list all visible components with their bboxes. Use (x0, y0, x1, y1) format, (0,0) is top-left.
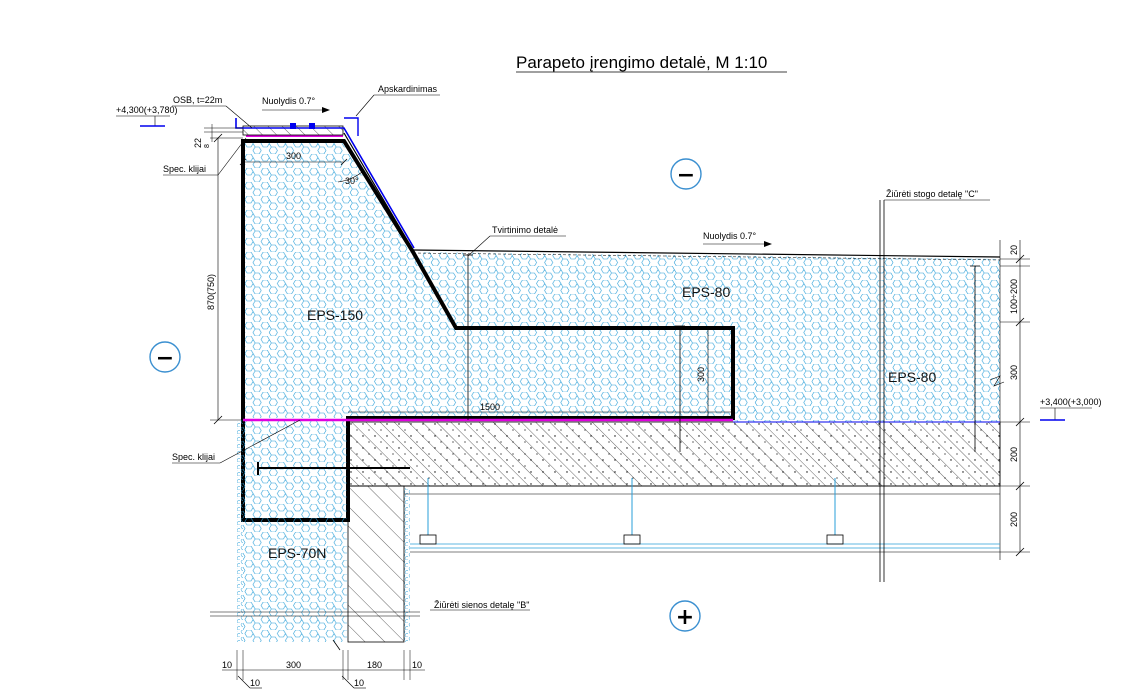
dim-b10d-text: 10 (354, 678, 364, 688)
dim-b10b-text: 10 (412, 660, 422, 670)
nuolydis-roof-label: Nuolydis 0.7° (703, 231, 757, 241)
eps70n-wall-insulation (243, 420, 347, 642)
dim-b300-text: 300 (286, 660, 301, 670)
roof-fasteners (463, 254, 980, 452)
zone-plus-bottom: + (669, 600, 701, 632)
roof-membrane-line (412, 249, 1001, 258)
tvirtinimo-leader (467, 235, 491, 257)
eps150-parapet-insulation (243, 141, 733, 418)
apskardinimas-leader (355, 94, 375, 117)
ceiling-hangers (419, 478, 844, 545)
eps80-roof-insulation (413, 252, 1000, 422)
spec-klijai-top-leader (217, 137, 247, 176)
tvirtinimo-label: Tvirtinimo detalė (492, 225, 558, 235)
dim-8-text: 8 (204, 144, 211, 148)
osb-label: OSB, t=22m (173, 95, 222, 105)
break-symbol-right (989, 375, 1005, 387)
ziureti-stogo-label: Žiūrėti stogo detalę "C" (886, 189, 978, 199)
dim-r200b-text: 200 (1009, 512, 1019, 527)
dim-r200a-text: 200 (1009, 447, 1019, 462)
dim-22-8: 22 8 (193, 124, 243, 148)
dim-300-top: 300 (239, 151, 348, 166)
osb-leader (225, 105, 253, 129)
parapet-slope-membrane (343, 132, 414, 251)
elevation-right-text: +3,400(+3,000) (1040, 397, 1102, 407)
masonry-wall (347, 485, 405, 643)
roof-membrane-dashed (412, 252, 1001, 261)
angle-arc (337, 171, 363, 183)
spec-klijai-mid-label: Spec. klijai (172, 452, 215, 462)
zone-minus-left: − (149, 341, 181, 373)
drawing-title: Parapeto įrengimo detalė, M 1:10 (516, 53, 767, 72)
dim-r20-text: 20 (1009, 245, 1019, 255)
zone-plus-bottom-text: + (676, 605, 694, 630)
wall-small-insulation-right (404, 488, 410, 642)
dim-300-top-text: 300 (286, 151, 301, 161)
dim-1500-text: 1500 (480, 402, 500, 412)
zone-minus-top: − (670, 158, 702, 190)
spec-klijai-top-label: Spec. klijai (163, 164, 206, 174)
nuolydis-top-arrowhead (322, 107, 330, 113)
dim-b10c-text: 10 (250, 678, 260, 688)
zone-minus-left-text: − (156, 346, 174, 371)
wall-small-insulation-left (237, 420, 243, 642)
ziureti-sienos-label: Žiūrėti sienos detalę "B" (434, 600, 529, 610)
eps80-label-b: EPS-80 (888, 369, 936, 385)
flashing-fixings (290, 123, 315, 129)
dim-r300-text: 300 (1009, 365, 1019, 380)
roof-slab-aggregate (348, 422, 1000, 486)
dim-300-mid-text: 300 (696, 367, 706, 382)
dim-chain-right: 20 100÷200 300 200 200 (1000, 240, 1030, 557)
angle-label: 30° (345, 176, 359, 186)
apskardinimas-label: Apskardinimas (378, 84, 438, 94)
dim-chain-bottom: 10 300 180 10 10 10 (222, 650, 425, 689)
eps80-label-a: EPS-80 (682, 284, 730, 300)
dim-r100-200-text: 100÷200 (1009, 279, 1019, 314)
nuolydis-roof-arrowhead (764, 241, 772, 247)
spec-klijai-mid-leader (219, 419, 301, 464)
elevation-right: +3,400(+3,000) (1040, 397, 1102, 421)
eps150-label: EPS-150 (307, 307, 363, 323)
dim-1500: 1500 (348, 402, 733, 413)
dim-b180-text: 180 (367, 660, 382, 670)
flashing-end (344, 117, 359, 136)
dim-22-text: 22 (193, 138, 203, 148)
dim-300-mid: 300 (696, 328, 709, 418)
nuolydis-top-label: Nuolydis 0.7° (262, 96, 316, 106)
elevation-top-text: +4,300(+3,780) (116, 105, 178, 115)
eps70n-label: EPS-70N (268, 545, 326, 561)
break-mark (332, 639, 341, 651)
elevation-top: +4,300(+3,780) (116, 105, 178, 127)
dim-b10a-text: 10 (222, 660, 232, 670)
dim-870: 870(750) (206, 133, 243, 425)
zone-minus-top-text: − (677, 163, 695, 188)
dim-870-text: 870(750) (206, 274, 216, 310)
